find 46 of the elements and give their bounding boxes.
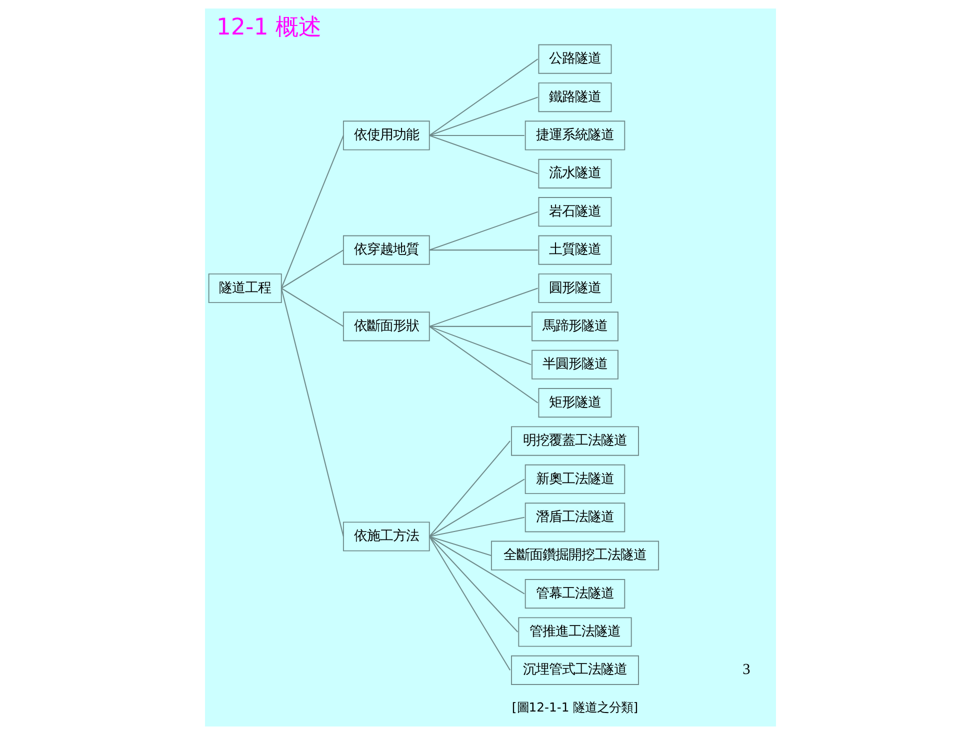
node-box: 全斷面鑽掘開挖工法隧道 xyxy=(490,540,659,570)
connector xyxy=(428,326,531,327)
node-box: 依斷面形狀 xyxy=(342,312,430,342)
node-box: 矩形隧道 xyxy=(538,388,612,418)
node-box: 依穿越地質 xyxy=(342,235,430,265)
connector xyxy=(428,134,524,136)
node-box: 沉埋管式工法隧道 xyxy=(510,655,638,685)
node-box: 土質隧道 xyxy=(538,235,612,265)
diagram-title: 12-1 概述 xyxy=(216,14,322,40)
node-box: 鐵路隧道 xyxy=(538,82,612,112)
connector xyxy=(428,536,492,556)
node-box: 圓形隧道 xyxy=(538,273,612,304)
connector xyxy=(280,288,344,537)
connector xyxy=(428,288,538,327)
connector xyxy=(428,211,538,251)
connector xyxy=(280,250,344,289)
caption: [圖12-1-1 隧道之分類] xyxy=(511,700,638,715)
node-box: 新奧工法隧道 xyxy=(524,464,625,494)
connector xyxy=(428,516,524,538)
node-box: 依使用功能 xyxy=(342,120,430,150)
node-box: 管幕工法隧道 xyxy=(524,579,625,609)
node-box: 管推進工法隧道 xyxy=(518,617,632,647)
node-box: 岩石隧道 xyxy=(538,197,612,227)
connector xyxy=(428,440,510,537)
connector xyxy=(428,536,510,670)
connector xyxy=(428,326,531,366)
node-box: 半圓形隧道 xyxy=(531,350,618,380)
connector xyxy=(280,135,344,288)
node-box: 潛盾工法隧道 xyxy=(524,502,625,532)
label: 3 xyxy=(742,660,750,678)
connector xyxy=(428,536,518,632)
connector xyxy=(428,96,538,136)
node-box: 流水隧道 xyxy=(538,158,612,188)
node-box: 依施工方法 xyxy=(342,522,430,552)
connector xyxy=(280,288,344,327)
node-box: 捷運系統隧道 xyxy=(524,120,625,150)
connector xyxy=(428,478,524,537)
node-box: 公路隧道 xyxy=(538,44,612,74)
connector xyxy=(428,326,538,404)
connector xyxy=(428,536,524,594)
connector xyxy=(428,250,538,251)
node-box: 明挖覆蓋工法隧道 xyxy=(510,426,638,456)
connector xyxy=(428,134,538,174)
node-box: 馬蹄形隧道 xyxy=(531,312,618,342)
node-box: 隧道工程 xyxy=(208,273,282,304)
connector xyxy=(428,58,538,136)
